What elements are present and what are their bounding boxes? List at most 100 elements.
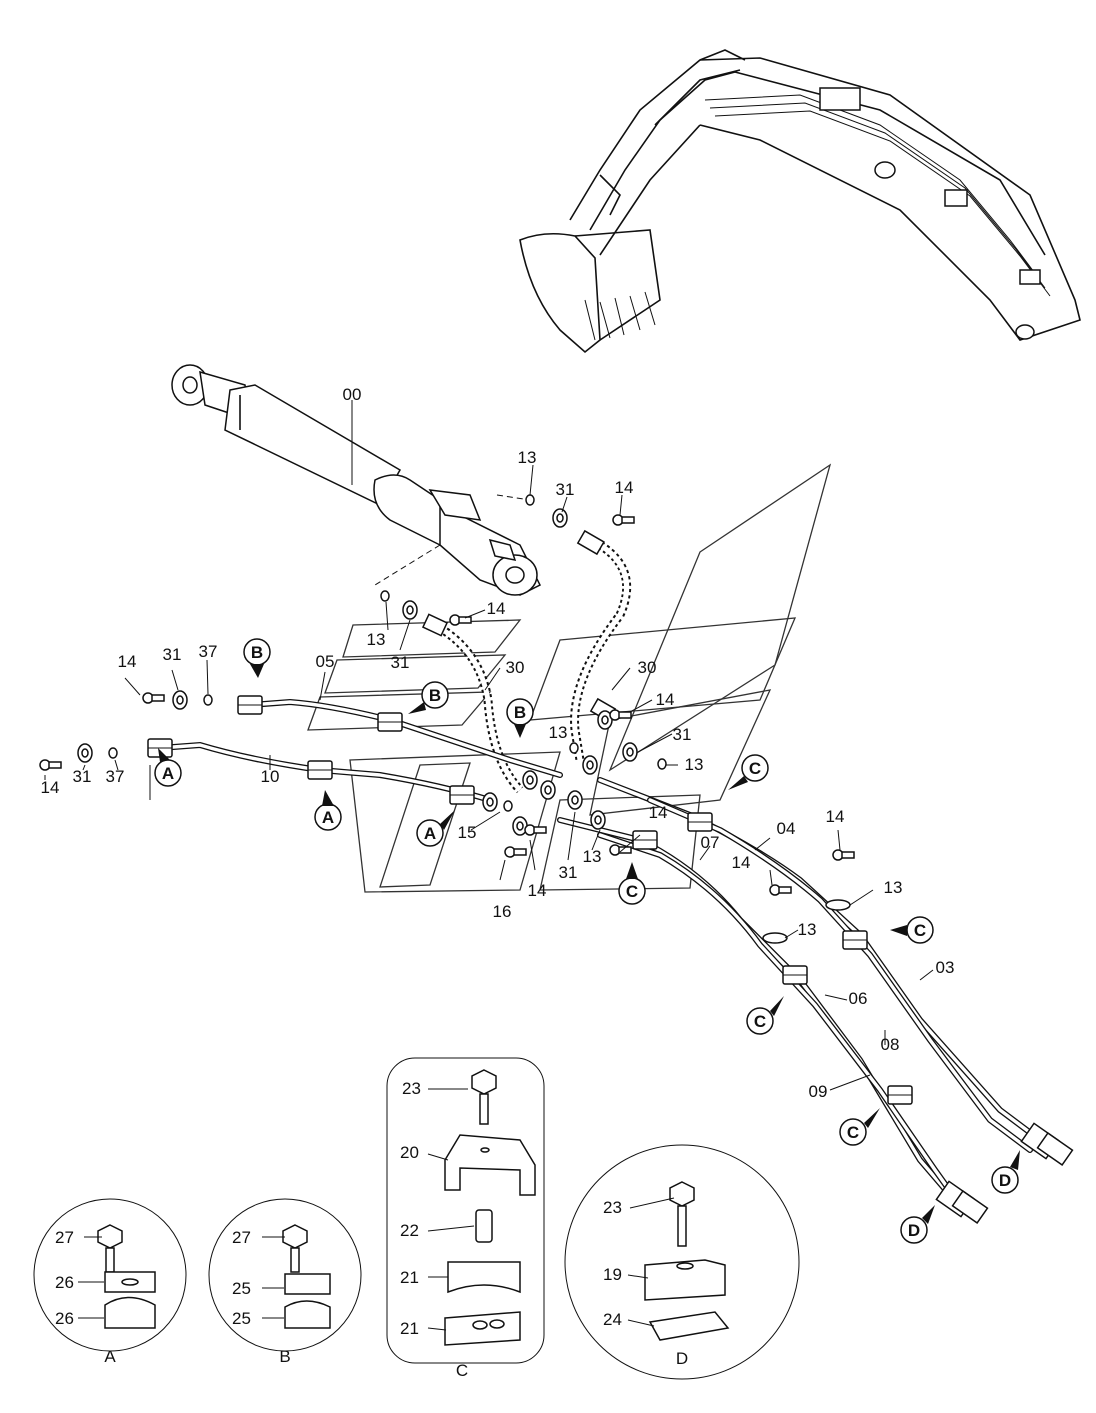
label-13: 13 bbox=[518, 448, 537, 467]
label-14: 14 bbox=[41, 778, 60, 797]
label-14: 14 bbox=[649, 803, 668, 822]
pipe-06 bbox=[597, 832, 963, 1208]
svg-text:B: B bbox=[429, 686, 441, 705]
label-14: 14 bbox=[826, 807, 845, 826]
svg-text:C: C bbox=[914, 921, 926, 940]
callout-b: B bbox=[506, 698, 534, 738]
label-31: 31 bbox=[73, 767, 92, 786]
callout-c: C bbox=[839, 1108, 880, 1146]
callout-a: A bbox=[314, 790, 342, 831]
end-fitting-d-left bbox=[935, 1180, 989, 1225]
label-05: 05 bbox=[316, 652, 335, 671]
label-31: 31 bbox=[391, 653, 410, 672]
label-24: 24 bbox=[603, 1310, 622, 1329]
label-03: 03 bbox=[936, 958, 955, 977]
detail-view-b: 27 25 25 B bbox=[208, 1198, 362, 1366]
label-14: 14 bbox=[528, 881, 547, 900]
label-20: 20 bbox=[400, 1143, 419, 1162]
svg-text:A: A bbox=[322, 808, 334, 827]
label-21: 21 bbox=[400, 1319, 419, 1338]
label-14: 14 bbox=[615, 478, 634, 497]
label-27: 27 bbox=[55, 1228, 74, 1247]
bolt-27 bbox=[97, 1224, 123, 1273]
label-13: 13 bbox=[367, 630, 386, 649]
callouts: B B B A A A C bbox=[154, 638, 1020, 1244]
callout-c: C bbox=[890, 916, 934, 944]
callout-a: A bbox=[416, 810, 455, 847]
label-14: 14 bbox=[487, 599, 506, 618]
label-04: 04 bbox=[777, 819, 796, 838]
label-27: 27 bbox=[232, 1228, 251, 1247]
label-09: 09 bbox=[809, 1082, 828, 1101]
label-31: 31 bbox=[673, 725, 692, 744]
svg-text:D: D bbox=[999, 1171, 1011, 1190]
label-26: 26 bbox=[55, 1273, 74, 1292]
label-13: 13 bbox=[884, 878, 903, 897]
detail-label-a: A bbox=[104, 1347, 116, 1366]
label-31: 31 bbox=[559, 863, 578, 882]
watermark-logo bbox=[307, 463, 832, 893]
bolt-23 bbox=[669, 1181, 695, 1247]
svg-text:D: D bbox=[908, 1221, 920, 1240]
label-13: 13 bbox=[685, 755, 704, 774]
label-19: 19 bbox=[603, 1265, 622, 1284]
label-14: 14 bbox=[118, 652, 137, 671]
label-37: 37 bbox=[106, 767, 125, 786]
svg-text:A: A bbox=[162, 764, 174, 783]
label-07: 07 bbox=[701, 833, 720, 852]
label-13: 13 bbox=[583, 847, 602, 866]
label-31: 31 bbox=[556, 480, 575, 499]
bolt-23 bbox=[471, 1069, 497, 1125]
detail-view-d: 23 19 24 D bbox=[564, 1144, 800, 1380]
label-23: 23 bbox=[402, 1079, 421, 1098]
label-15: 15 bbox=[458, 823, 477, 842]
callout-b: B bbox=[243, 638, 271, 678]
detail-view-a: 27 26 26 A bbox=[33, 1198, 187, 1366]
svg-text:C: C bbox=[847, 1123, 859, 1142]
pipe-07 bbox=[557, 817, 953, 1198]
svg-text:B: B bbox=[251, 643, 263, 662]
svg-text:A: A bbox=[424, 824, 436, 843]
svg-text:B: B bbox=[514, 703, 526, 722]
label-30: 30 bbox=[506, 658, 525, 677]
label-13: 13 bbox=[549, 723, 568, 742]
callout-c: C bbox=[746, 996, 784, 1035]
callout-d: D bbox=[900, 1205, 935, 1244]
bolt-27 bbox=[282, 1224, 308, 1273]
label-25: 25 bbox=[232, 1279, 251, 1298]
callout-c: C bbox=[618, 862, 646, 905]
bucket-cylinder bbox=[171, 364, 542, 596]
callout-c: C bbox=[728, 754, 769, 790]
part-labels: 00 13 31 14 14 13 31 30 30 05 14 31 37 1… bbox=[41, 385, 955, 1101]
label-13: 13 bbox=[798, 920, 817, 939]
callout-d: D bbox=[991, 1150, 1020, 1194]
label-06: 06 bbox=[849, 989, 868, 1008]
label-14: 14 bbox=[656, 690, 675, 709]
callout-b: B bbox=[408, 681, 449, 714]
label-08: 08 bbox=[881, 1035, 900, 1054]
svg-text:C: C bbox=[749, 759, 761, 778]
end-fitting-d-right bbox=[1020, 1122, 1074, 1167]
label-26: 26 bbox=[55, 1309, 74, 1328]
label-30: 30 bbox=[638, 658, 657, 677]
svg-text:C: C bbox=[754, 1012, 766, 1031]
label-37: 37 bbox=[199, 642, 218, 661]
svg-text:C: C bbox=[626, 882, 638, 901]
label-31: 31 bbox=[163, 645, 182, 664]
label-10: 10 bbox=[261, 767, 280, 786]
pipe-clamps bbox=[147, 695, 913, 1105]
detail-view-c: 23 20 22 21 21 C bbox=[386, 1057, 545, 1380]
detail-label-d: D bbox=[676, 1349, 688, 1368]
detail-label-c: C bbox=[456, 1361, 468, 1380]
label-00: 00 bbox=[343, 385, 362, 404]
label-22: 22 bbox=[400, 1221, 419, 1240]
label-23: 23 bbox=[603, 1198, 622, 1217]
detail-label-b: B bbox=[279, 1347, 290, 1366]
leader-lines bbox=[44, 402, 934, 1091]
label-25: 25 bbox=[232, 1309, 251, 1328]
callout-a: A bbox=[154, 748, 182, 787]
excavator-boom-overview bbox=[519, 49, 1081, 354]
label-16: 16 bbox=[493, 902, 512, 921]
label-14: 14 bbox=[732, 853, 751, 872]
